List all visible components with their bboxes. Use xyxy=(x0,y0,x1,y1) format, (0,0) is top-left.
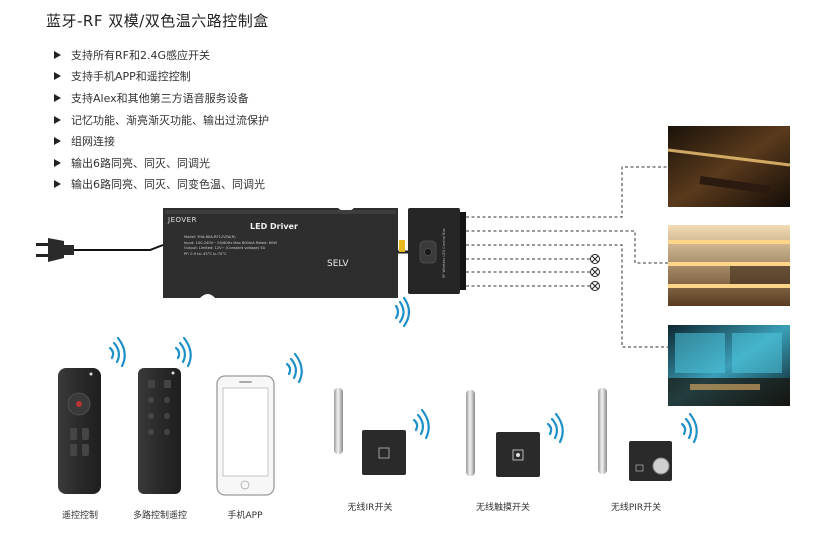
photo-shelf-light xyxy=(668,225,790,306)
feature-item: 支持所有RF和2.4G感应开关 xyxy=(52,44,269,66)
triangle-bullet-icon xyxy=(54,137,61,146)
feature-item: 记忆功能、渐亮渐灭功能、输出过流保护 xyxy=(52,109,269,131)
triangle-bullet-icon xyxy=(54,93,61,102)
feature-item: 输出6路同亮、同灭、同调光 xyxy=(52,152,269,174)
wifi-signal-icon xyxy=(546,412,564,444)
device-caption: 多路控制遥控 xyxy=(132,511,187,521)
feature-item: 组网连接 xyxy=(52,130,269,152)
device-caption: 遥控控制 xyxy=(61,511,98,521)
bulb-cross-icon xyxy=(590,267,600,277)
bulb-cross-icon xyxy=(590,281,600,291)
device-caption: 无线触摸开关 xyxy=(475,503,530,513)
wifi-signal-icon xyxy=(108,336,126,368)
control-box xyxy=(408,208,466,294)
device-caption: 无线IR开关 xyxy=(347,503,393,513)
feature-item: 支持Alex和其他第三方语音服务设备 xyxy=(52,87,269,109)
driver-spec: Model: YHA-60A-RF12V5A(R) Input: 100-240… xyxy=(184,235,277,256)
wifi-signal-icon xyxy=(394,296,411,328)
smartphone xyxy=(216,375,275,496)
wireless-touch-switch xyxy=(466,390,540,477)
triangle-bullet-icon xyxy=(54,115,61,124)
wireless-ir-switch xyxy=(334,388,406,475)
triangle-bullet-icon xyxy=(54,72,61,81)
wifi-signal-icon xyxy=(412,408,430,440)
control-box-label: RF Wireless LED Control Box xyxy=(442,228,446,278)
bulb-cross-icon xyxy=(590,254,600,264)
feature-list: 支持所有RF和2.4G感应开关 支持手机APP和遥控控制 支持Alex和其他第三… xyxy=(52,44,269,195)
led-driver xyxy=(163,208,398,298)
output-wire xyxy=(466,166,668,348)
feature-item: 输出6路同亮、同灭、同变色温、同调光 xyxy=(52,174,269,196)
feature-item: 支持手机APP和遥控控制 xyxy=(52,66,269,88)
remote-control xyxy=(58,368,101,494)
triangle-bullet-icon xyxy=(54,180,61,189)
driver-name: LED Driver xyxy=(250,222,298,231)
photo-under-cabinet-light xyxy=(667,126,791,207)
wifi-signal-icon xyxy=(680,412,698,444)
device-caption: 手机APP xyxy=(227,511,263,521)
device-caption: 无线PIR开关 xyxy=(610,503,662,513)
power-plug-icon xyxy=(36,238,164,262)
page-title: 蓝牙-RF 双模/双色温六路控制盒 xyxy=(46,12,269,30)
driver-brand: JEOVER xyxy=(168,216,197,224)
wifi-signal-icon xyxy=(285,352,303,384)
multi-zone-remote xyxy=(138,368,181,494)
wireless-pir-switch xyxy=(598,388,672,481)
photo-cabinet-light xyxy=(668,325,790,406)
triangle-bullet-icon xyxy=(54,158,61,167)
selv-mark: SELV xyxy=(327,259,349,269)
triangle-bullet-icon xyxy=(54,50,61,59)
wifi-signal-icon xyxy=(174,336,192,368)
